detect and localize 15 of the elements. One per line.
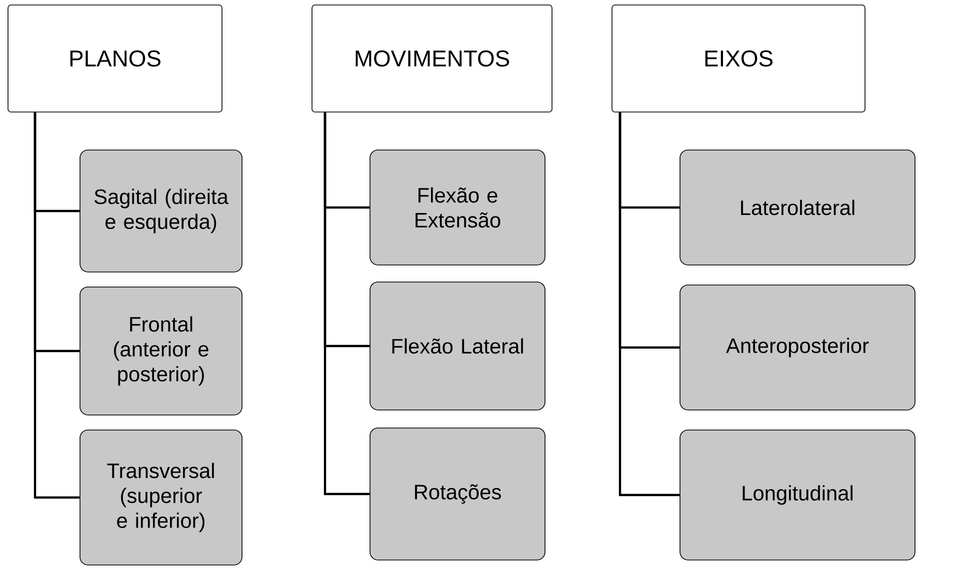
category-box: Transversal (superior e inferior) [80,430,242,566]
connector-line [324,112,370,496]
header-box: MOVIMENTOS [312,4,552,112]
header-box: EIXOS [612,4,866,112]
category-box: Frontal (anterior e posterior) [80,286,242,416]
category-box: Sagital (direita e esquerda) [80,150,242,272]
category-box: Flexão e Extensão [370,150,546,266]
connector-line [34,112,80,499]
category-box: Laterolateral [680,150,916,266]
category-box: Flexão Lateral [370,282,546,410]
category-box: Rotações [370,428,546,560]
connector-line [618,112,680,496]
category-box: Anteroposterior [680,284,916,410]
header-box: PLANOS [8,4,222,112]
category-box: Longitudinal [680,430,916,560]
